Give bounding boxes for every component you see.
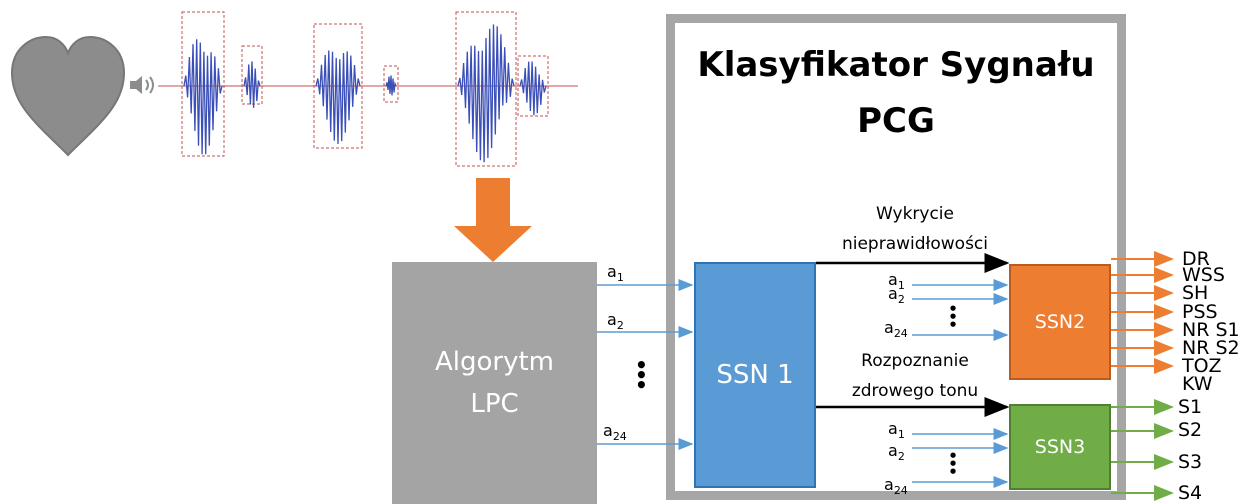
lpc-label-line1: Algorytm [434, 347, 555, 377]
ssn3-input-a1: a1 [888, 419, 905, 442]
output-wss: WSS [1182, 264, 1225, 286]
lpc-algorithm-box: Algorytm LPC [392, 262, 597, 504]
classifier-title-line2: PCG [857, 101, 935, 141]
output-toz: TOZ [1182, 355, 1222, 377]
ssn2-box: SSN2 [1009, 264, 1111, 380]
ssn2-input-a1: a1 [888, 270, 905, 293]
output-dr: DR [1182, 248, 1210, 270]
detection-label-line2: nieprawidłowości [841, 234, 989, 254]
recognition-label-line1: Rozpoznanie [861, 351, 969, 371]
ssn3-input-a2: a2 [888, 441, 905, 464]
output-pss: PSS [1182, 301, 1218, 323]
output-kw: KW [1182, 373, 1213, 395]
speaker-icon [130, 76, 154, 94]
output-s1: S1 [1178, 396, 1203, 418]
ssn3-box: SSN3 [1009, 404, 1111, 490]
down-arrow-icon [454, 178, 532, 262]
input-label-a1: a1 [607, 262, 624, 285]
ellipsis-ssn2: ••• [948, 300, 958, 334]
ssn3-input-a24: a24 [884, 475, 908, 498]
ssn2-input-a24: a24 [884, 318, 908, 341]
ellipsis-ssn3: ••• [948, 447, 958, 481]
output-sh: SH [1182, 282, 1209, 304]
recognition-label-line2: zdrowego tonu [851, 381, 979, 401]
ellipsis-lpc: ••• [635, 353, 648, 397]
ssn2-label: SSN2 [1034, 311, 1086, 333]
input-label-a2: a2 [607, 310, 624, 333]
ssn1-label: SSN 1 [716, 360, 794, 390]
output-nr-s1: NR S1 [1182, 319, 1240, 341]
lpc-label-line2: LPC [470, 389, 519, 419]
heart-icon [10, 35, 126, 157]
detection-label-line1: Wykrycie [876, 204, 954, 224]
ssn2-input-a2: a2 [888, 284, 905, 307]
ssn2-output-arrows [1111, 251, 1174, 374]
waveform [158, 11, 578, 167]
classifier-title-line1: Klasyfikator Sygnału [697, 45, 1095, 85]
output-s3: S3 [1178, 451, 1203, 473]
ssn1-box: SSN 1 [694, 262, 816, 488]
classifier-frame: Klasyfikator Sygnału PCG [666, 14, 1126, 500]
input-label-a24: a24 [603, 421, 627, 444]
output-s4: S4 [1178, 482, 1203, 504]
output-nr-s2: NR S2 [1182, 337, 1240, 359]
ssn3-output-arrows [1111, 399, 1174, 501]
output-s2: S2 [1178, 419, 1203, 441]
ssn3-label: SSN3 [1034, 436, 1086, 458]
